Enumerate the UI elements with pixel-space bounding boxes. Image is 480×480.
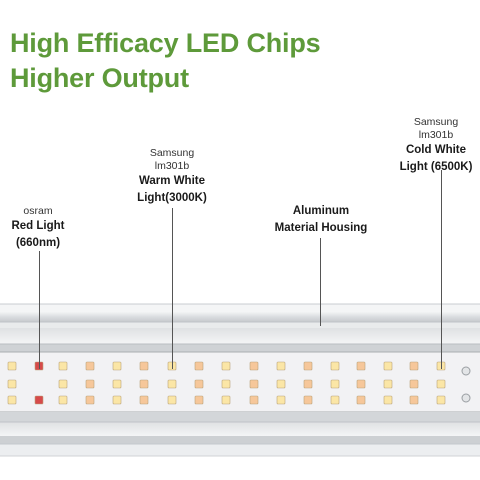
callout-cold-line-1: Cold White [405,144,467,156]
white-led-chip [194,395,204,405]
white-led-chip [112,379,122,389]
white-led-chip [436,379,446,389]
white-led-chip [221,379,231,389]
white-led-chip [356,395,366,405]
headline-line-2: Higher Output [10,63,189,93]
white-led-chip [85,379,95,389]
white-led-chip [330,395,340,405]
white-led-chip [356,379,366,389]
callout-cold-brand-1: Samsung [413,116,459,128]
white-led-chip [383,361,393,371]
leader-line-red [39,251,40,369]
white-led-chip [58,379,68,389]
white-led-chip [194,361,204,371]
white-led-chip [303,361,313,371]
white-led-chip [167,395,177,405]
white-led-chip [139,395,149,405]
white-led-chip [112,395,122,405]
white-led-chip [249,395,259,405]
white-led-chip [194,379,204,389]
white-led-chip [7,395,17,405]
callout-housing-line-2: Material Housing [274,222,368,234]
white-led-chip [139,361,149,371]
callout-red-brand: osram [23,205,53,217]
white-led-chip [383,379,393,389]
callout-warm-brand-1: Samsung [149,147,195,159]
callout-housing: Aluminum Material Housing [262,203,380,237]
callout-red-line-1: Red Light [11,220,65,232]
callout-warm-line-1: Warm White [138,175,206,187]
leader-line-housing [320,238,321,326]
white-led-chip [249,361,259,371]
white-led-chip [409,361,419,371]
callout-warm-white: Samsung lm301b Warm White Light(3000K) [122,147,222,207]
white-led-chip [7,379,17,389]
white-led-chip [58,395,68,405]
white-led-chip [383,395,393,405]
white-led-chip [330,379,340,389]
white-led-chip [7,361,17,371]
callout-cold-line-2: Light (6500K) [399,161,473,173]
white-led-chip [303,379,313,389]
white-led-chip [276,395,286,405]
white-led-chip [139,379,149,389]
white-led-chip [221,361,231,371]
callout-warm-line-2: Light(3000K) [137,192,207,204]
headline-line-1: High Efficacy LED Chips [10,28,321,58]
white-led-chip [303,395,313,405]
white-led-chip [276,379,286,389]
white-led-chip [167,379,177,389]
callout-cold-brand-2: lm301b [418,129,454,141]
white-led-chip [436,395,446,405]
led-chip-array [7,361,446,405]
callout-housing-line-1: Aluminum [292,205,350,217]
white-led-chip [249,379,259,389]
white-led-chip [356,361,366,371]
white-led-chip [112,361,122,371]
white-led-chip [409,395,419,405]
callout-warm-brand-2: lm301b [154,160,190,172]
white-led-chip [85,361,95,371]
white-led-chip [58,361,68,371]
white-led-chip [221,395,231,405]
white-led-chip [85,395,95,405]
aluminum-housing [0,303,480,457]
white-led-chip [409,379,419,389]
leader-line-warm [172,208,173,369]
leader-line-cold [441,170,442,369]
callout-cold-white: Samsung lm301b Cold White Light (6500K) [392,116,480,176]
white-led-chip [330,361,340,371]
white-led-chip [276,361,286,371]
callout-red-line-2: (660nm) [15,237,61,249]
red-led-chip [34,395,44,405]
callout-red-light: osram Red Light (660nm) [0,205,76,252]
